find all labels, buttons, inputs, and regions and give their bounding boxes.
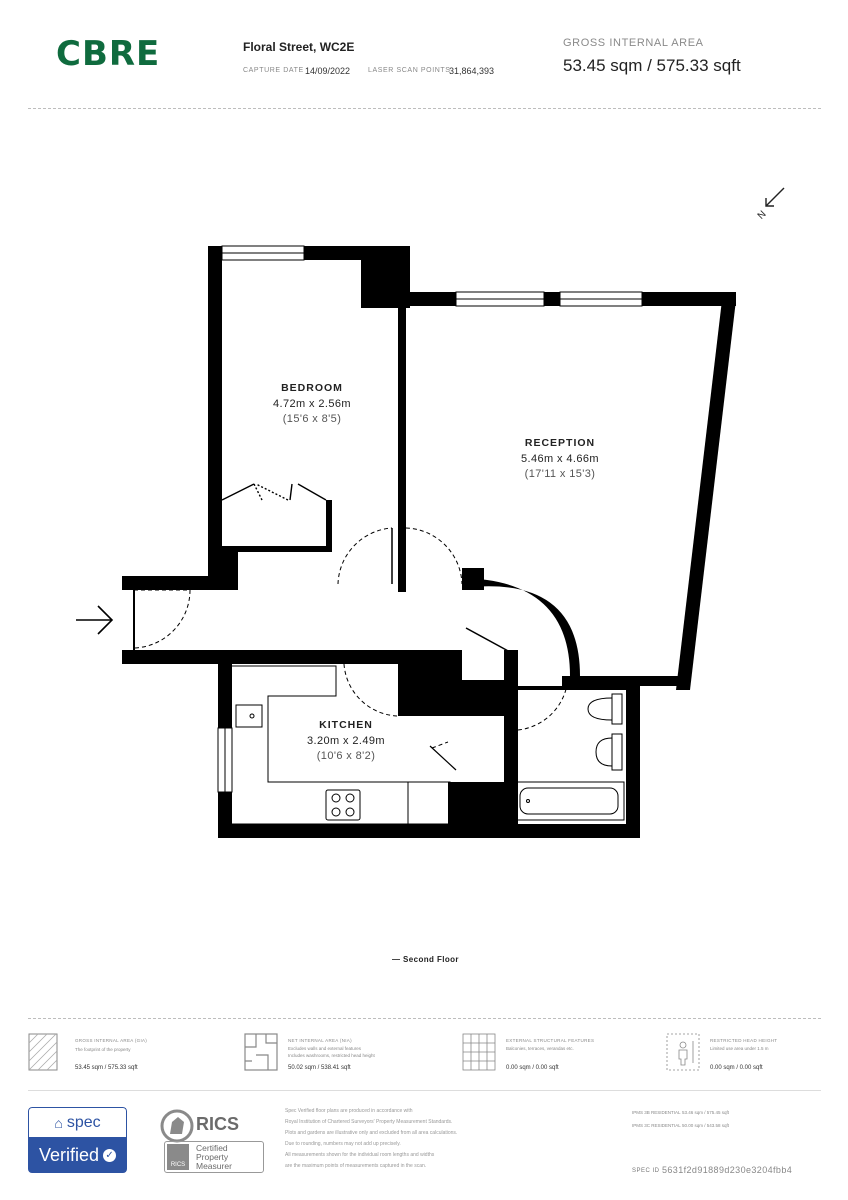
- header-divider: [28, 108, 821, 109]
- spec-verified-badge: ⌂ spec Verified ✓: [28, 1107, 127, 1173]
- room-dims: 3.20m x 2.49m: [307, 735, 385, 747]
- room-imperial: (10'6 x 8'2): [316, 750, 376, 762]
- floor-label: — Second Floor: [392, 955, 459, 964]
- room-imperial: (15'6 x 8'5): [282, 413, 342, 425]
- rics-line: Certified: [196, 1143, 228, 1153]
- legend-title: NET INTERNAL AREA (NIA): [288, 1038, 352, 1043]
- spec-id: 5631f2d91889d230e3204fbb4: [662, 1165, 793, 1175]
- room-name: BEDROOM: [281, 382, 343, 394]
- bathroom-fixtures: [513, 693, 625, 821]
- spec-logo: ⌂ spec: [28, 1107, 127, 1137]
- room-name: RECEPTION: [524, 437, 596, 449]
- north-arrow-icon: N: [756, 187, 785, 222]
- disclaimer-line: Plots and gardens are illustrative only …: [285, 1130, 458, 1136]
- room-bedroom: BEDROOM 4.72m x 2.56m (15'6 x 8'5): [252, 382, 372, 425]
- room-kitchen: KITCHEN 3.20m x 2.49m (10'6 x 8'2): [286, 719, 406, 762]
- rics-shield-icon: RICS: [167, 1144, 189, 1170]
- ipms3c-value: 50.00 sqm / 543.58 sqft: [682, 1123, 730, 1128]
- capture-date: 14/09/2022: [305, 66, 351, 76]
- kitchen-counter: [232, 665, 451, 825]
- svg-text:RICS: RICS: [171, 1162, 185, 1168]
- entrance-arrow-icon: [76, 605, 114, 635]
- verified-label: Verified: [38, 1144, 100, 1165]
- legend-subtitle: Excludes walls and external features: [288, 1046, 362, 1051]
- disclaimer-line: Royal Institution of Chartered Surveyors…: [285, 1119, 453, 1125]
- legend-title: GROSS INTERNAL AREA (GIA): [75, 1038, 148, 1043]
- ipms3c-label: IPMS 3C RESIDENTIAL: [632, 1123, 681, 1128]
- grid-icon: [462, 1033, 496, 1071]
- wardrobe-doors: [221, 483, 327, 501]
- ipms3b-label: IPMS 3B RESIDENTIAL: [632, 1110, 681, 1115]
- gia-value: 53.45 sqm / 575.33 sqft: [563, 56, 741, 75]
- floor-plan: N: [76, 187, 785, 838]
- hob-icon: [325, 789, 361, 821]
- capture-date-label: CAPTURE DATE: [243, 67, 304, 74]
- nia-plan-icon: [244, 1033, 278, 1071]
- gia-hatch-icon: [28, 1033, 58, 1071]
- room-dims: 5.46m x 4.66m: [521, 453, 599, 465]
- walls: [122, 245, 736, 838]
- room-name: KITCHEN: [319, 719, 373, 731]
- verified-strip: Verified ✓: [28, 1137, 127, 1173]
- check-icon: ✓: [103, 1148, 117, 1162]
- north-label: N: [756, 209, 769, 222]
- rics-title: RICS: [196, 1114, 240, 1134]
- room-imperial: (17'11 x 15'3): [524, 468, 596, 480]
- room-dims: 4.72m x 2.56m: [273, 398, 351, 410]
- cbre-logo: CBRE: [56, 34, 161, 74]
- spec-label: spec: [66, 1113, 101, 1131]
- scan-points-label: LASER SCAN POINTS: [368, 67, 451, 74]
- legend-value: 50.02 sqm / 538.41 sqft: [288, 1065, 351, 1071]
- legend-subtitle: Limited use area under 1.5 m: [710, 1046, 769, 1051]
- legend-title: RESTRICTED HEAD HEIGHT: [710, 1038, 778, 1043]
- disclaimer: Spec Verified floor plans are produced i…: [285, 1106, 457, 1172]
- spec-id-label: SPEC ID: [632, 1168, 660, 1174]
- disclaimer-line: All measurements shown for the individua…: [285, 1152, 435, 1158]
- spec-house-icon: ⌂: [54, 1114, 63, 1131]
- property-address: Floral Street, WC2E: [243, 40, 355, 54]
- ipms3b-value: 53.46 sqm / 575.45 sqft: [682, 1110, 730, 1115]
- room-reception: RECEPTION 5.46m x 4.66m (17'11 x 15'3): [500, 437, 620, 480]
- rics-certified-text: Certified Property Measurer: [196, 1144, 232, 1171]
- gia-label: GROSS INTERNAL AREA: [563, 37, 704, 49]
- legend-value: 0.00 sqm / 0.00 sqft: [506, 1065, 559, 1071]
- scan-points: 31,864,393: [449, 66, 495, 76]
- rics-line: Measurer: [196, 1161, 232, 1171]
- legend-value: 0.00 sqm / 0.00 sqft: [710, 1065, 763, 1071]
- rics-certified-box: [164, 1141, 264, 1173]
- disclaimer-line: Due to rounding, numbers may not add up …: [285, 1141, 401, 1147]
- disclaimer-line: are the maximum points of measurements c…: [285, 1163, 427, 1169]
- rics-line: Property: [196, 1152, 229, 1162]
- legend-title: EXTERNAL STRUCTURAL FEATURES: [506, 1038, 595, 1043]
- legend-divider-bottom: [28, 1090, 821, 1091]
- disclaimer-line: Spec Verified floor plans are produced i…: [285, 1108, 413, 1114]
- legend-subtitle-2: Includes washrooms, restricted head heig…: [288, 1053, 375, 1058]
- rics-lion-icon: [160, 1109, 194, 1143]
- legend-subtitle: Balconies, terraces, verandas etc.: [506, 1046, 574, 1051]
- door-swings: [337, 527, 569, 771]
- person-icon: [666, 1033, 700, 1071]
- legend-subtitle: The footprint of the property: [75, 1047, 131, 1052]
- legend-divider-top: [28, 1018, 821, 1019]
- legend-value: 53.45 sqm / 575.33 sqft: [75, 1065, 138, 1071]
- entrance-door: [133, 589, 191, 650]
